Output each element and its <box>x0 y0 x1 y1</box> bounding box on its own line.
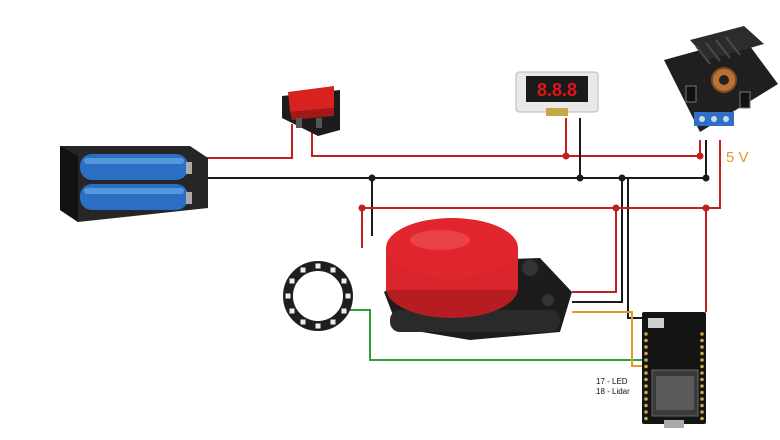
lidar-sensor <box>384 218 572 340</box>
led-pixel <box>341 308 347 314</box>
header-pin <box>700 338 704 343</box>
header-pin <box>644 416 648 421</box>
battery-cell <box>80 184 188 210</box>
red-wire-5v-lidar <box>572 208 617 293</box>
junction-dot <box>618 174 626 182</box>
led-pixel <box>300 319 306 325</box>
esp32-board <box>642 312 706 428</box>
header-pin <box>644 351 648 356</box>
header-pin <box>644 390 648 395</box>
header-pin <box>700 390 704 395</box>
led-ring <box>283 261 353 331</box>
header-pin <box>644 377 648 382</box>
black-wire-esp <box>572 178 623 303</box>
header-pin <box>644 332 648 336</box>
header-pin <box>644 410 648 414</box>
led-pixel <box>285 293 291 299</box>
header-pin <box>700 351 704 356</box>
junction-dot <box>358 204 366 212</box>
junction-dot <box>702 174 710 182</box>
header-pin <box>644 397 648 401</box>
led-pixel <box>345 293 351 299</box>
header-pin <box>644 384 648 388</box>
junction-dot <box>562 152 570 160</box>
header-pin <box>700 364 704 369</box>
junction-dot <box>696 152 704 160</box>
buck-converter <box>664 26 778 132</box>
black-wire-esp2 <box>627 178 642 319</box>
voltage-label: 5 V <box>726 149 749 166</box>
junctions <box>358 152 710 212</box>
led-pixel <box>330 267 336 273</box>
header-pin <box>644 364 648 369</box>
pin-label-led: 17 - LED <box>596 377 628 386</box>
junction-dot <box>612 204 620 212</box>
red-wire-main <box>195 124 293 159</box>
led-pixel <box>300 267 306 273</box>
voltmeter-display: 8.8.8 <box>515 71 599 116</box>
green-wire-led <box>350 309 642 361</box>
header-pin <box>700 397 704 401</box>
junction-dot <box>368 174 376 182</box>
red-wire-switch-out <box>311 124 701 157</box>
header-pin <box>700 403 704 408</box>
led-pixel <box>289 308 295 314</box>
header-pin <box>700 371 704 375</box>
header-pin <box>700 384 704 388</box>
orange-wire-lidar <box>572 311 642 367</box>
header-pin <box>700 358 704 362</box>
battery-holder <box>60 146 208 222</box>
battery-cell <box>80 154 188 180</box>
led-pixel <box>315 263 321 269</box>
header-pin <box>644 338 648 343</box>
header-pin <box>644 371 648 375</box>
junction-dot <box>702 204 710 212</box>
led-pixel <box>289 278 295 284</box>
led-pixel <box>330 319 336 325</box>
voltmeter-reading: 8.8.8 <box>537 80 577 100</box>
header-pin <box>700 410 704 414</box>
header-pin <box>700 332 704 336</box>
rocker-switch <box>282 86 340 136</box>
red-wire-5v <box>361 140 721 248</box>
led-pixel <box>315 323 321 329</box>
pin-label-lidar: 18 - Lidar <box>596 387 630 396</box>
header-pin <box>644 403 648 408</box>
junction-dot <box>576 174 584 182</box>
led-pixel <box>341 278 347 284</box>
header-pin <box>700 345 704 349</box>
header-pin <box>700 377 704 382</box>
header-pin <box>644 345 648 349</box>
header-pin <box>700 416 704 421</box>
header-pin <box>644 358 648 362</box>
